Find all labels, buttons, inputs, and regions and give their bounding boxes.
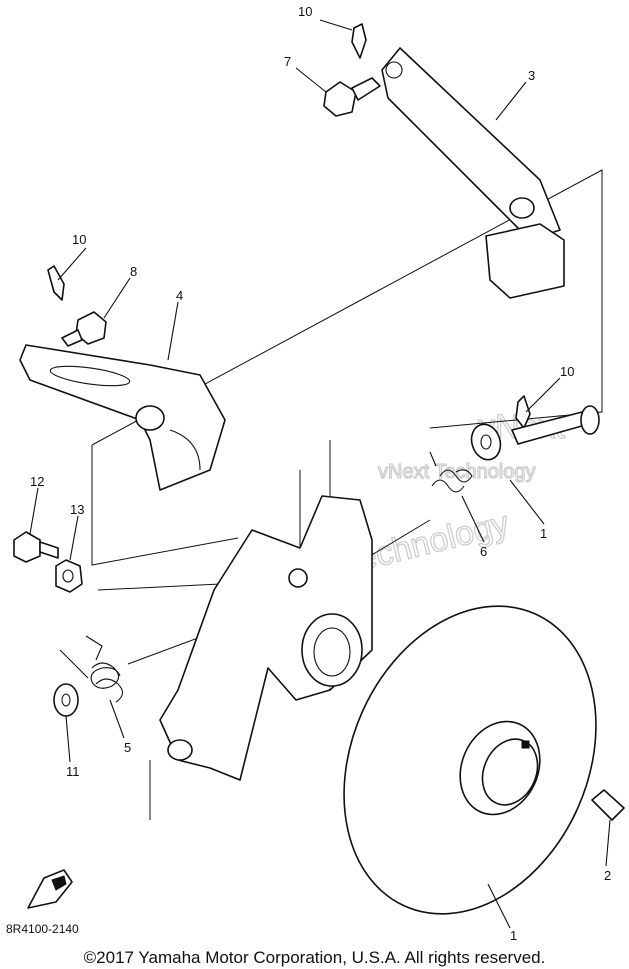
callout-12: 12 — [30, 474, 44, 489]
part-4-lower-arm — [19, 344, 226, 491]
leader-lines — [29, 19, 611, 929]
part-13-nut — [55, 559, 83, 593]
part-1-washer — [470, 423, 502, 461]
diagram-code: 8R4100-2140 — [6, 922, 79, 936]
callout-13: 13 — [70, 502, 84, 517]
callout-8: 8 — [130, 264, 137, 279]
callout-4: 4 — [176, 288, 183, 303]
callout-6: 6 — [480, 544, 487, 559]
callout-1-sheave: 1 — [510, 928, 517, 943]
callout-2: 2 — [604, 868, 611, 883]
part-10-cotter-pin-left — [47, 265, 65, 301]
part-2-key — [591, 789, 625, 821]
copyright-notice: ©2017 Yamaha Motor Corporation, U.S.A. A… — [83, 948, 546, 967]
callout-numbers: 10 7 3 10 8 4 10 12 13 6 1 5 11 2 1 — [30, 4, 611, 943]
part-shaft-right — [511, 405, 600, 445]
part-5-torsion-spring — [59, 635, 124, 703]
part-12-bolt — [13, 531, 59, 563]
callout-10-top: 10 — [298, 4, 312, 19]
part-3-upper-arm — [381, 47, 565, 299]
part-11-washer — [53, 683, 79, 717]
callout-7: 7 — [284, 54, 291, 69]
callout-3: 3 — [528, 68, 535, 83]
part-7-adjuster-pin — [323, 77, 381, 117]
callout-10-left: 10 — [72, 232, 86, 247]
part-1-pulley-sheave — [343, 605, 597, 915]
callout-1-washer: 1 — [540, 526, 547, 541]
front-arrow-icon — [27, 869, 73, 909]
part-6-spring — [429, 451, 473, 493]
part-10-cotter-pin-right — [515, 395, 531, 429]
callout-10-right: 10 — [560, 364, 574, 379]
part-8-adjuster-pin — [61, 311, 107, 347]
part-bracket-housing — [159, 495, 373, 781]
callout-11: 11 — [66, 764, 80, 779]
callout-5: 5 — [124, 740, 131, 755]
part-10-cotter-pin-top — [351, 23, 367, 59]
